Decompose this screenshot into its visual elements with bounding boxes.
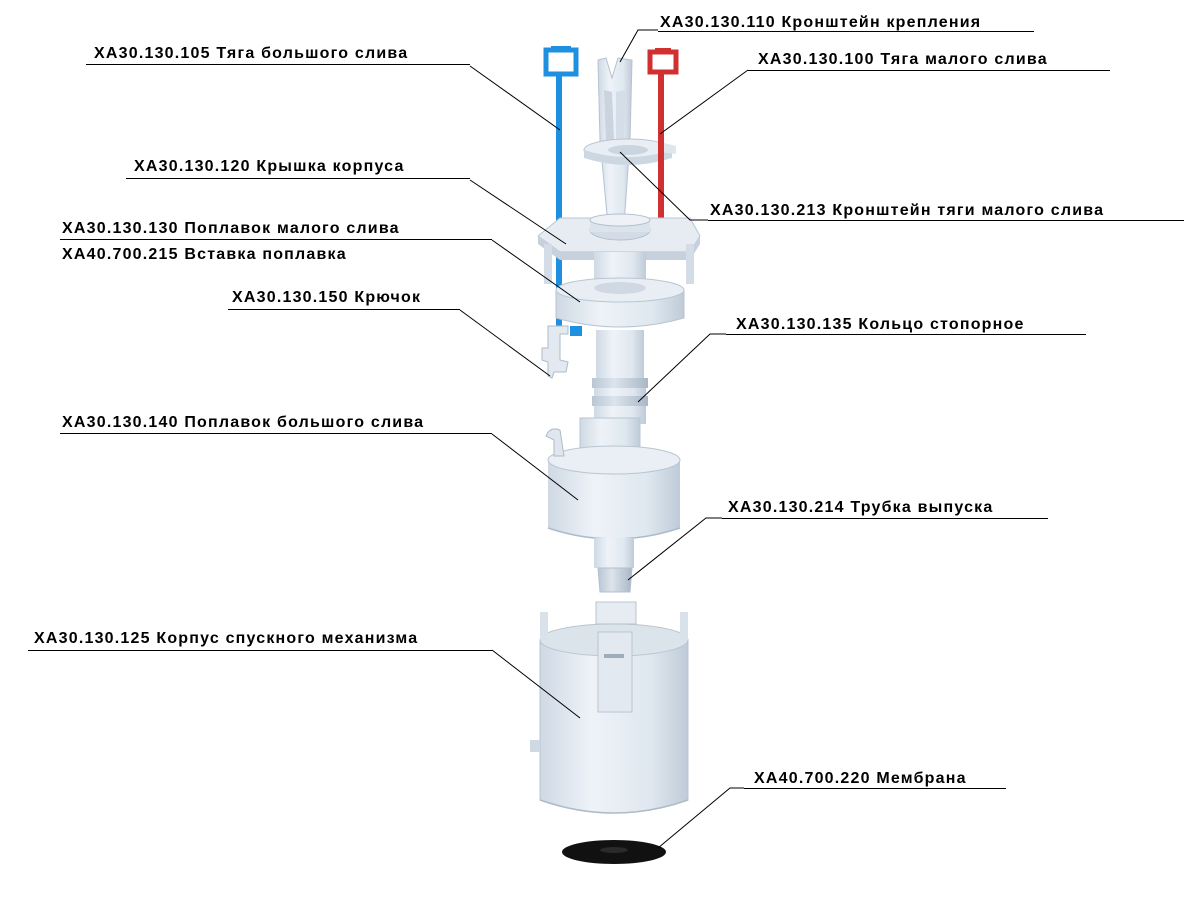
label-retaining-ring: XA30.130.135 Кольцо стопорное	[736, 316, 1025, 333]
small-drain-rod-part	[647, 48, 679, 228]
label-housing-cover: XA30.130.120 Крышка корпуса	[134, 158, 405, 175]
underline-mounting-bracket	[658, 31, 1034, 32]
label-outlet-tube: XA30.130.214 Трубка выпуска	[728, 499, 994, 516]
leader-p110	[619, 29, 658, 63]
underline-housing-cover	[126, 178, 470, 179]
label-float-insert: XA40.700.215 Вставка поплавка	[62, 246, 347, 263]
leader-p125	[491, 649, 581, 719]
label-small-drain-float: XA30.130.130 Поплавок малого слива	[62, 220, 400, 237]
underline-small-drain-rod	[748, 70, 1110, 71]
leader-p130	[491, 239, 581, 303]
underline-drain-mechanism-housing	[28, 650, 492, 651]
retaining-ring-part	[592, 330, 648, 424]
large-drain-float-part	[545, 417, 681, 540]
hook-part	[541, 325, 569, 379]
leader-p213	[619, 151, 708, 221]
large-drain-rod-part	[543, 46, 582, 336]
underline-retaining-ring	[726, 334, 1086, 335]
leader-lines	[459, 29, 749, 849]
underline-outlet-tube	[722, 518, 1048, 519]
leader-p120	[469, 179, 567, 245]
underline-membrane	[744, 788, 1006, 789]
housing-cover-part	[537, 213, 701, 284]
label-membrane: XA40.700.220 Мембрана	[754, 770, 967, 787]
leader-p140	[491, 433, 579, 501]
outlet-tube-part	[594, 538, 634, 593]
label-large-drain-rod: XA30.130.105 Тяга большого слива	[94, 45, 409, 62]
leader-p214	[627, 517, 722, 581]
underline-hook	[228, 309, 460, 310]
leader-p105	[469, 65, 561, 131]
small-drain-float-part	[555, 252, 685, 328]
underline-small-drain-float	[60, 239, 492, 240]
label-drain-mechanism-housing: XA30.130.125 Корпус спускного механизма	[34, 630, 419, 647]
membrane-part	[562, 840, 666, 864]
leader-p150	[459, 309, 551, 377]
label-small-drain-rod-bracket: XA30.130.213 Кронштейн тяги малого слива	[710, 202, 1105, 219]
underline-large-drain-rod	[86, 64, 470, 65]
drain-mechanism-housing-part	[530, 601, 689, 814]
label-hook: XA30.130.150 Крючок	[232, 289, 422, 306]
underline-large-drain-float	[60, 433, 492, 434]
leader-p100	[659, 69, 749, 135]
label-mounting-bracket: XA30.130.110 Кронштейн крепления	[660, 14, 982, 31]
leader-p135	[637, 333, 726, 403]
leader-p220	[657, 787, 744, 849]
label-small-drain-rod: XA30.130.100 Тяга малого слива	[758, 51, 1048, 68]
underline-small-drain-rod-bracket	[708, 220, 1184, 221]
label-large-drain-float: XA30.130.140 Поплавок большого слива	[62, 414, 425, 431]
